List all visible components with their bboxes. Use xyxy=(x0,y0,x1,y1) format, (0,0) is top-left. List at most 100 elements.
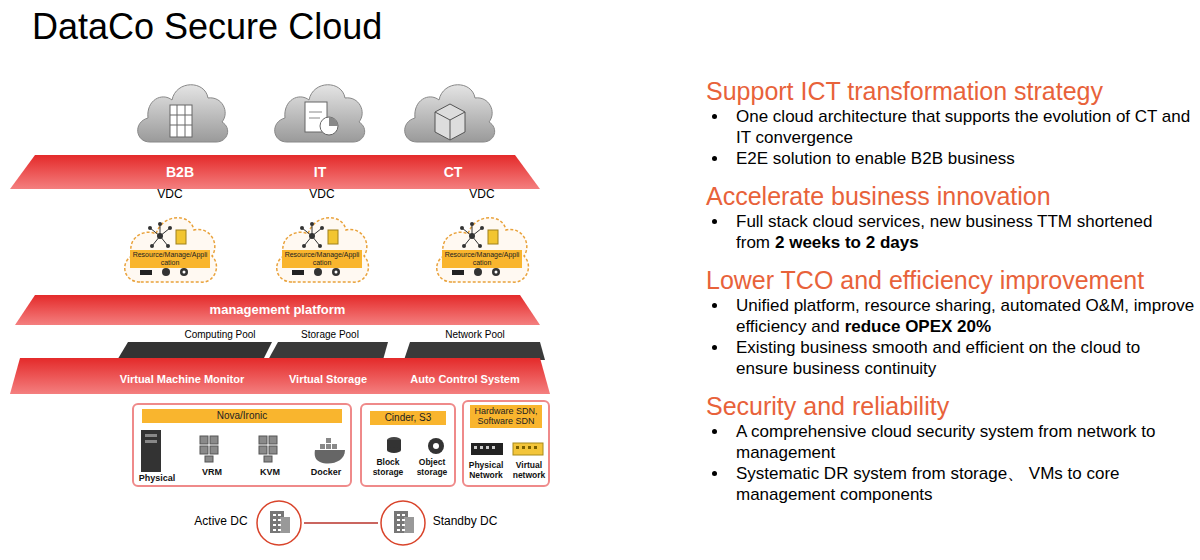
node-text: B2B xyxy=(140,164,220,180)
band-shape xyxy=(15,295,540,325)
component-label-box: Resource/Manage/Application xyxy=(442,250,522,268)
dc-window xyxy=(273,514,276,516)
bullet-item: Systematic DR system from storage、 VMs t… xyxy=(706,463,1196,505)
section-heading: Security and reliability xyxy=(706,391,1196,421)
bullet-item: Full stack cloud services, new business … xyxy=(706,211,1196,253)
cloud-outline xyxy=(437,218,529,282)
component-label-box: Resource/Manage/Application xyxy=(282,250,362,268)
band-shape xyxy=(10,155,540,189)
dc-window xyxy=(402,514,405,516)
node-text: Standby DC xyxy=(430,515,500,529)
disk-icon xyxy=(162,268,170,276)
dc-circle xyxy=(381,501,425,545)
resource-box: PhysicalVRMKVMDockerNova/Ironic xyxy=(132,403,352,487)
dc-window xyxy=(278,514,281,516)
bullet-text: Systematic DR system from storage、 VMs t… xyxy=(736,464,1120,504)
net-node xyxy=(168,226,172,230)
net-node xyxy=(462,244,466,248)
dc-circle xyxy=(257,501,301,545)
disk-icon xyxy=(474,268,482,276)
layer-band: B2B IT CT xyxy=(10,155,540,189)
net-node xyxy=(318,244,322,248)
node-shape xyxy=(270,188,374,285)
vdc-cloud-node: VDC Resource/Manage/Application xyxy=(270,188,374,285)
section-heading: Support ICT transformation strategy xyxy=(706,76,1196,106)
net-node xyxy=(302,244,306,248)
bullet-emphasis: reduce OPEX 20% xyxy=(845,317,991,336)
dc-window xyxy=(273,519,276,521)
link-line xyxy=(304,522,378,524)
node-text: VDC xyxy=(430,188,534,202)
bullet-text: One cloud architecture that supports the… xyxy=(736,107,1190,147)
node-text: Virtual Machine Monitor xyxy=(102,373,262,386)
node-shape xyxy=(118,188,222,285)
dc-window xyxy=(397,514,400,516)
reel-icon xyxy=(492,268,500,276)
dc-window xyxy=(278,529,281,531)
box-text: Resource/Manage/Application xyxy=(132,251,208,267)
diagram-title: DataCo Secure Cloud xyxy=(32,6,382,48)
net-node xyxy=(158,222,162,226)
dc-window xyxy=(397,524,400,526)
node-text: Virtual Storage xyxy=(268,373,388,386)
node-shape xyxy=(430,188,534,285)
dc-window xyxy=(402,529,405,531)
bullet-item: Unified platform, resource sharing, auto… xyxy=(706,295,1196,337)
net-node xyxy=(148,226,152,230)
vdc-cloud-node: VDCResource/Manage/Application xyxy=(118,188,222,285)
dc-window xyxy=(402,524,405,526)
net-node xyxy=(150,244,154,248)
net-node xyxy=(470,222,474,226)
dc-window xyxy=(397,529,400,531)
net-node xyxy=(320,226,324,230)
bullet-text: Existing business smooth and efficient o… xyxy=(736,338,1140,378)
component-label-box: Cinder, S3 xyxy=(370,411,446,425)
node-text: KVM xyxy=(248,467,292,477)
reel-hole xyxy=(335,271,338,274)
box-text: Cinder, S3 xyxy=(372,412,444,424)
node-text: VRM xyxy=(190,467,234,477)
component-label-box: Resource/Manage/Application xyxy=(130,250,210,268)
bullet-item: Existing business smooth and efficient o… xyxy=(706,337,1196,379)
benefits-column: Support ICT transformation strategyOne c… xyxy=(706,76,1196,505)
bullet-text: E2E solution to enable B2B business xyxy=(736,149,1015,168)
box-text: Resource/Manage/Application xyxy=(444,251,520,267)
node-text: Docker xyxy=(302,467,350,477)
doc-icon xyxy=(328,230,338,244)
vdc-cloud xyxy=(277,218,369,282)
layer-band: management platform xyxy=(15,295,540,325)
node-text: Physical Network xyxy=(464,461,508,481)
vdc-cloud xyxy=(125,218,217,282)
doc-icon xyxy=(488,230,498,244)
layer-band: Virtual Machine MonitorVirtual StorageAu… xyxy=(10,358,550,394)
dc-window xyxy=(402,519,405,521)
dc-window xyxy=(278,524,281,526)
node-text: VDC xyxy=(270,188,374,202)
disk-icon xyxy=(314,268,322,276)
node-text: IT xyxy=(280,164,360,180)
rack-icon xyxy=(292,270,304,275)
component-label-box: Nova/Ironic xyxy=(142,409,342,423)
net-node xyxy=(460,226,464,230)
net-node xyxy=(310,222,314,226)
pool-label: Network Pool xyxy=(420,329,530,340)
cloud-icons xyxy=(138,85,495,142)
dc-link xyxy=(304,523,378,524)
cloud-outline xyxy=(125,218,217,282)
datacenter-node: Standby DC xyxy=(378,498,500,548)
bullet-item: A comprehensive cloud security system fr… xyxy=(706,421,1196,463)
section-heading: Lower TCO and efficiency improvement xyxy=(706,265,1196,295)
reel-icon xyxy=(180,268,188,276)
bullet-text: A comprehensive cloud security system fr… xyxy=(736,422,1156,462)
doc-icon xyxy=(176,230,186,244)
node-text: CT xyxy=(413,164,493,180)
dc-building xyxy=(280,517,290,533)
bullet-item: E2E solution to enable B2B business xyxy=(706,148,1196,169)
pool-label: Storage Pool xyxy=(280,329,380,340)
reel-icon xyxy=(332,268,340,276)
bullet-item: One cloud architecture that supports the… xyxy=(706,106,1196,148)
datacenter-node: Active DC xyxy=(190,498,304,548)
rack-icon xyxy=(140,270,152,275)
net-node xyxy=(478,244,482,248)
box-text: Resource/Manage/Application xyxy=(284,251,360,267)
